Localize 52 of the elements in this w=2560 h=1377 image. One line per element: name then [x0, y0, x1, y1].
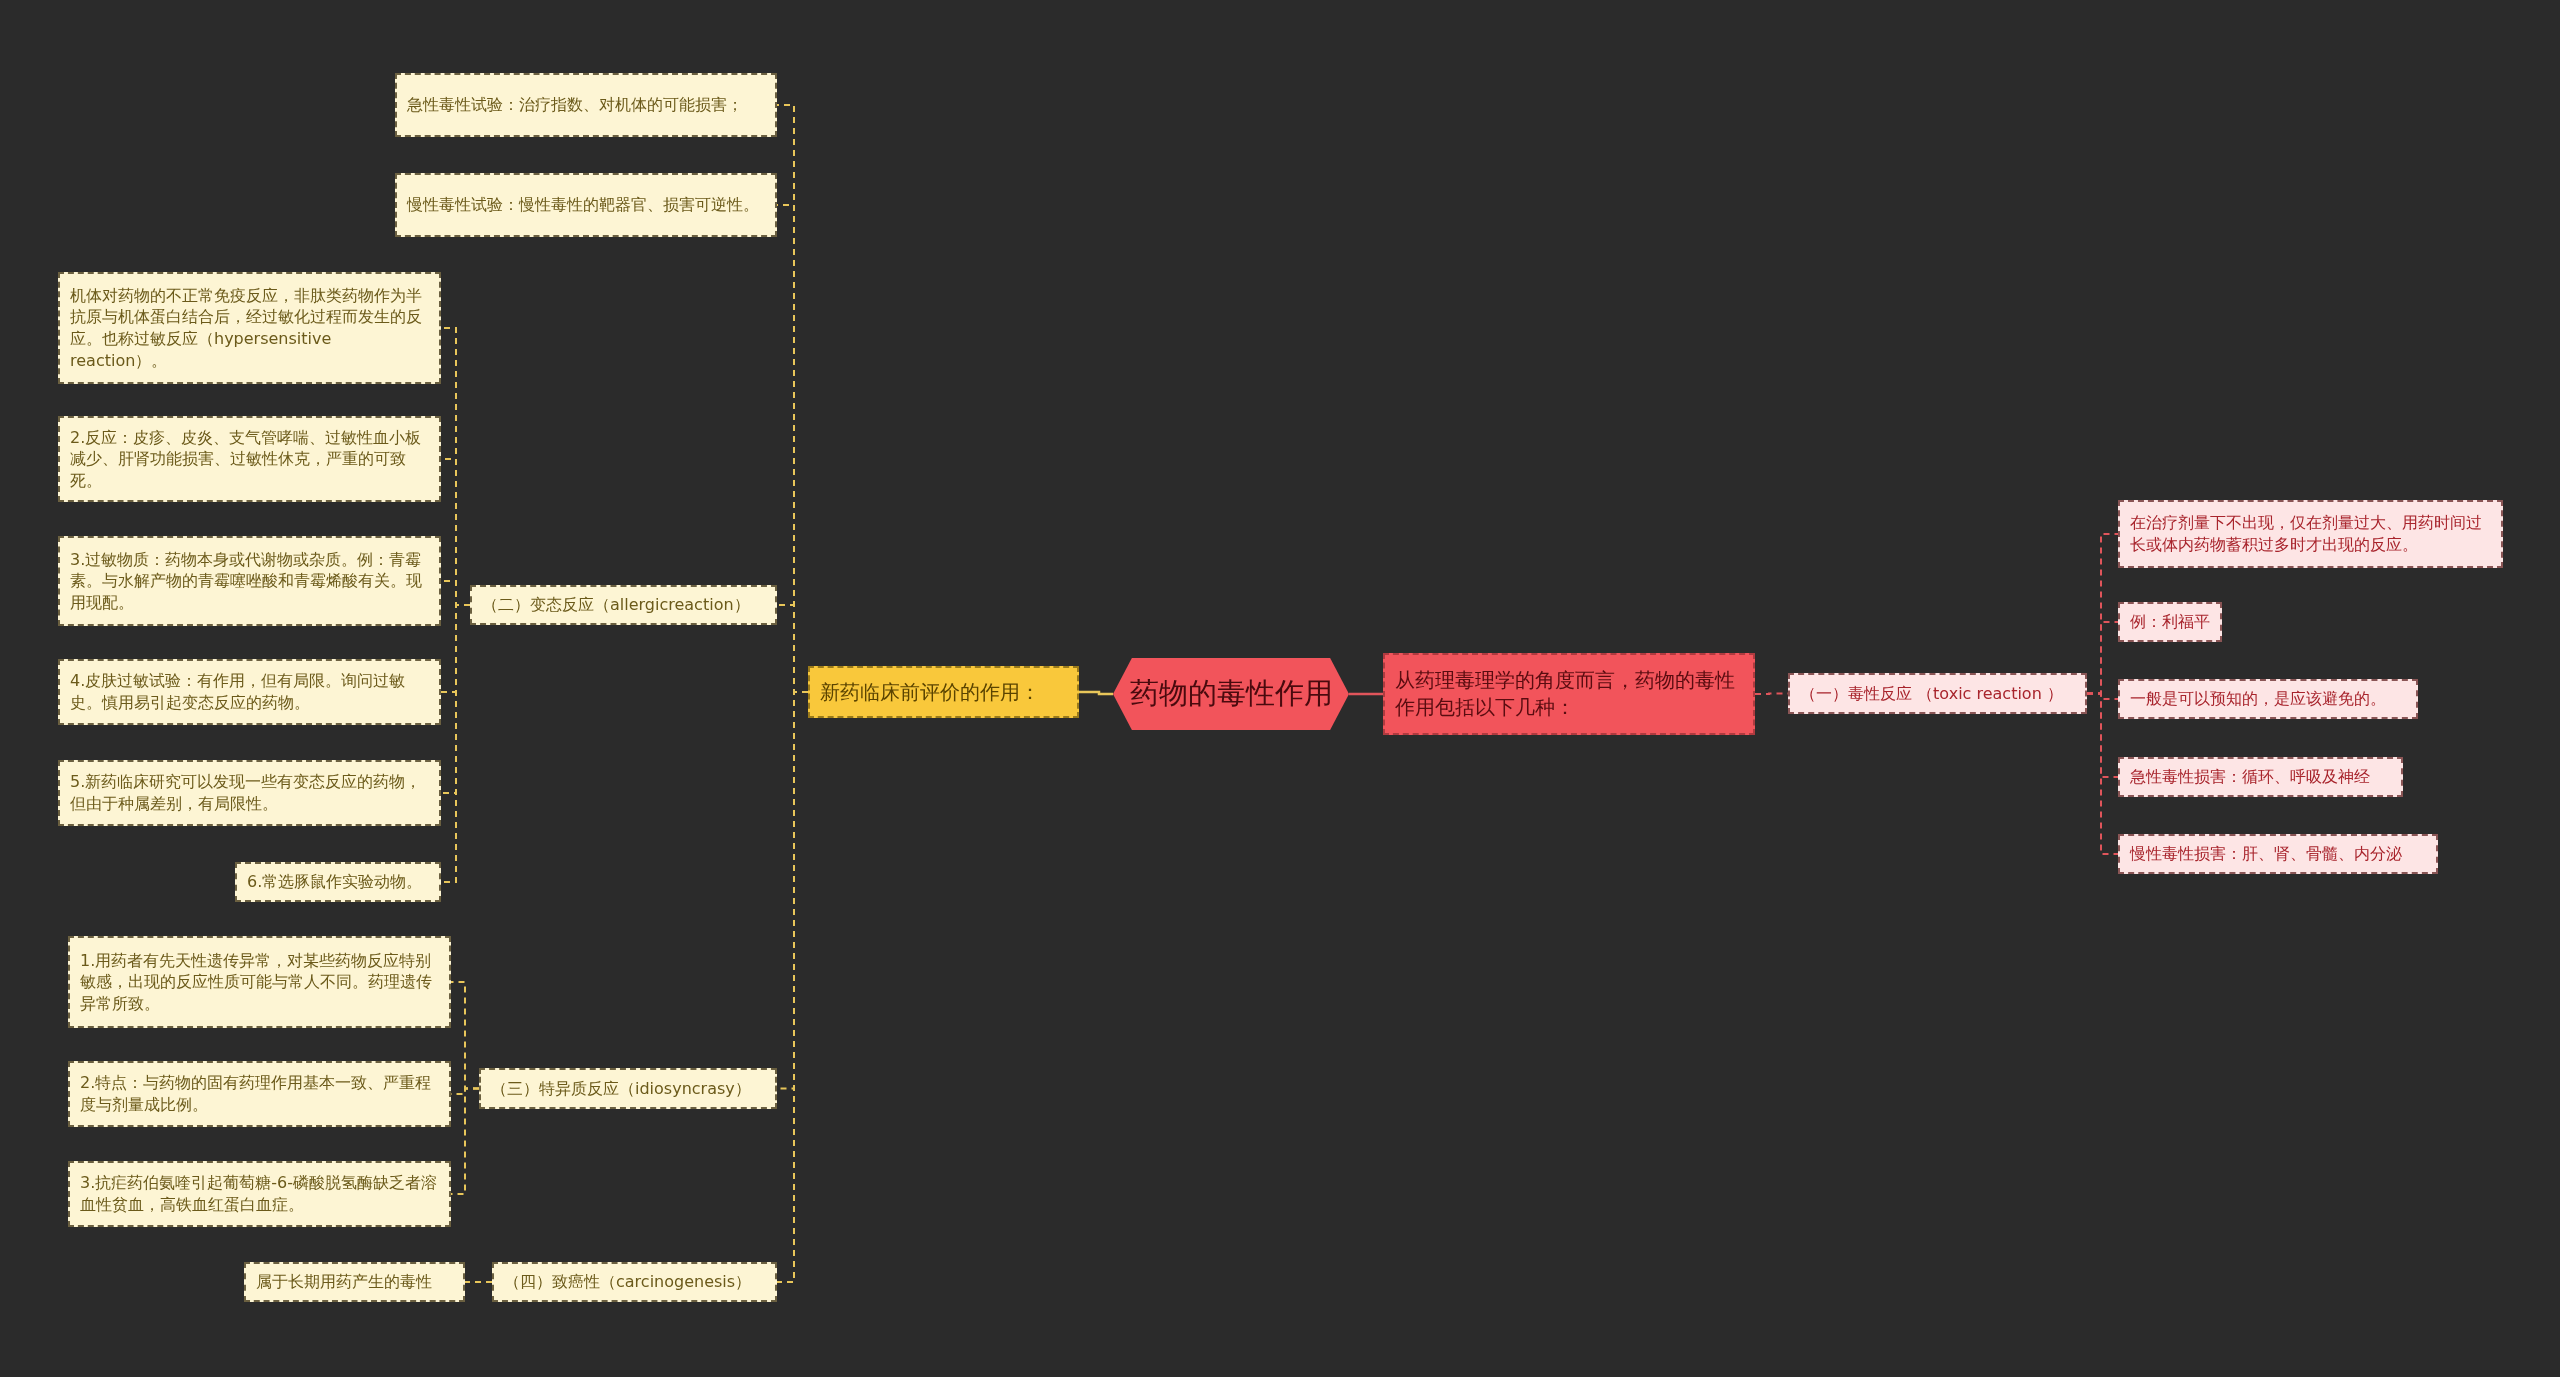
note-box: [68, 1161, 451, 1227]
node-text: 急性毒性试验：治疗指数、对机体的可能损害；: [407, 94, 743, 116]
note-box: [58, 760, 441, 826]
branch-box: [1383, 653, 1755, 735]
note-box: [2118, 500, 2503, 568]
branch-box: [808, 666, 1079, 718]
note-box: [2118, 834, 2438, 874]
note-box: [235, 862, 441, 902]
connector-line: [1349, 692, 1383, 696]
node-text: 1.用药者有先天性遗传异常，对某些药物反应特别敏感，出现的反应性质可能与常人不同。药理遗传异常所致。: [80, 949, 433, 1015]
branch-box: [479, 1068, 777, 1109]
node-text: 属于长期用药产生的毒性: [256, 1271, 432, 1293]
node-text: 3.抗疟药伯氨喹引起葡萄糖-6-磷酸脱氢酶缺乏者溶血性贫血，高铁血红蛋白血症。: [80, 1172, 438, 1216]
node-text: 慢性毒性损害：肝、肾、骨髓、内分泌: [2130, 843, 2402, 865]
note-box: [395, 73, 777, 137]
node-text: 4.皮肤过敏试验：有作用，但有局限。询问过敏史。慎用易引起变态反应的药物。: [70, 670, 407, 714]
note-box: [2118, 602, 2222, 642]
connector-line: [2086, 692, 2119, 855]
note-box: [68, 1061, 451, 1127]
connector-line: [1079, 690, 1113, 696]
note-box: [244, 1262, 465, 1302]
note-box: [58, 536, 441, 626]
node-text: 新药临床前评价的作用：: [820, 678, 1040, 706]
node-text: 慢性毒性试验：慢性毒性的靶器官、损害可逆性。: [407, 194, 759, 216]
note-box: [395, 173, 777, 237]
node-text: 从药理毒理学的角度而言，药物的毒性作用包括以下几种：: [1395, 667, 1736, 721]
node-text: 例：利福平: [2130, 611, 2210, 633]
node-text: 5.新药临床研究可以发现一些有变态反应的药物，但由于种属差别，有局限性。: [70, 771, 423, 815]
node-text: 2.特点：与药物的固有药理作用基本一致、严重程度与剂量成比例。: [80, 1072, 433, 1116]
note-box: [58, 659, 441, 725]
node-text: 一般是可以预知的，是应该避免的。: [2130, 688, 2386, 710]
node-text: （三）特异质反应（idiosyncrasy）: [491, 1077, 751, 1100]
node-text: 在治疗剂量下不出现，仅在剂量过大、用药时间过长或体内药物蓄积过多时才出现的反应。: [2130, 512, 2483, 556]
branch-box: [1788, 673, 2087, 714]
note-box: [58, 416, 441, 502]
node-text: 2.反应：皮疹、皮炎、支气管哮喘、过敏性血小板减少、肝肾功能损害、过敏性休克，严重的可致死。: [70, 426, 423, 492]
node-text: 机体对药物的不正常免疫反应，非肽类药物作为半抗原与机体蛋白结合后，经过敏化过程而发生的反应。也称过敏反应（hypersensitive reaction）。: [70, 284, 423, 372]
note-box: [58, 272, 441, 384]
note-box: [2118, 679, 2418, 719]
topic-hexagon: [1113, 658, 1349, 730]
note-box: [68, 936, 451, 1028]
branch-box: [492, 1262, 777, 1302]
node-text: （一）毒性反应 （toxic reaction ）: [1800, 682, 2063, 705]
node-text: 3.过敏物质：药物本身或代谢物或杂质。例：青霉素。与水解产物的青霉噻唑酸和青霉烯酸有关。现用现配。: [70, 548, 423, 614]
connector-line: [464, 1281, 493, 1283]
branch-box: [470, 585, 777, 625]
node-text: 6.常选豚鼠作实验动物。: [247, 871, 423, 893]
node-text: （四）致癌性（carcinogenesis）: [504, 1271, 752, 1293]
node-text: （二）变态反应（allergicreaction）: [482, 594, 750, 616]
topic-title: 药物的毒性作用: [1129, 675, 1333, 713]
node-text: 急性毒性损害：循环、呼吸及神经: [2130, 766, 2370, 788]
note-box: [2118, 757, 2403, 797]
